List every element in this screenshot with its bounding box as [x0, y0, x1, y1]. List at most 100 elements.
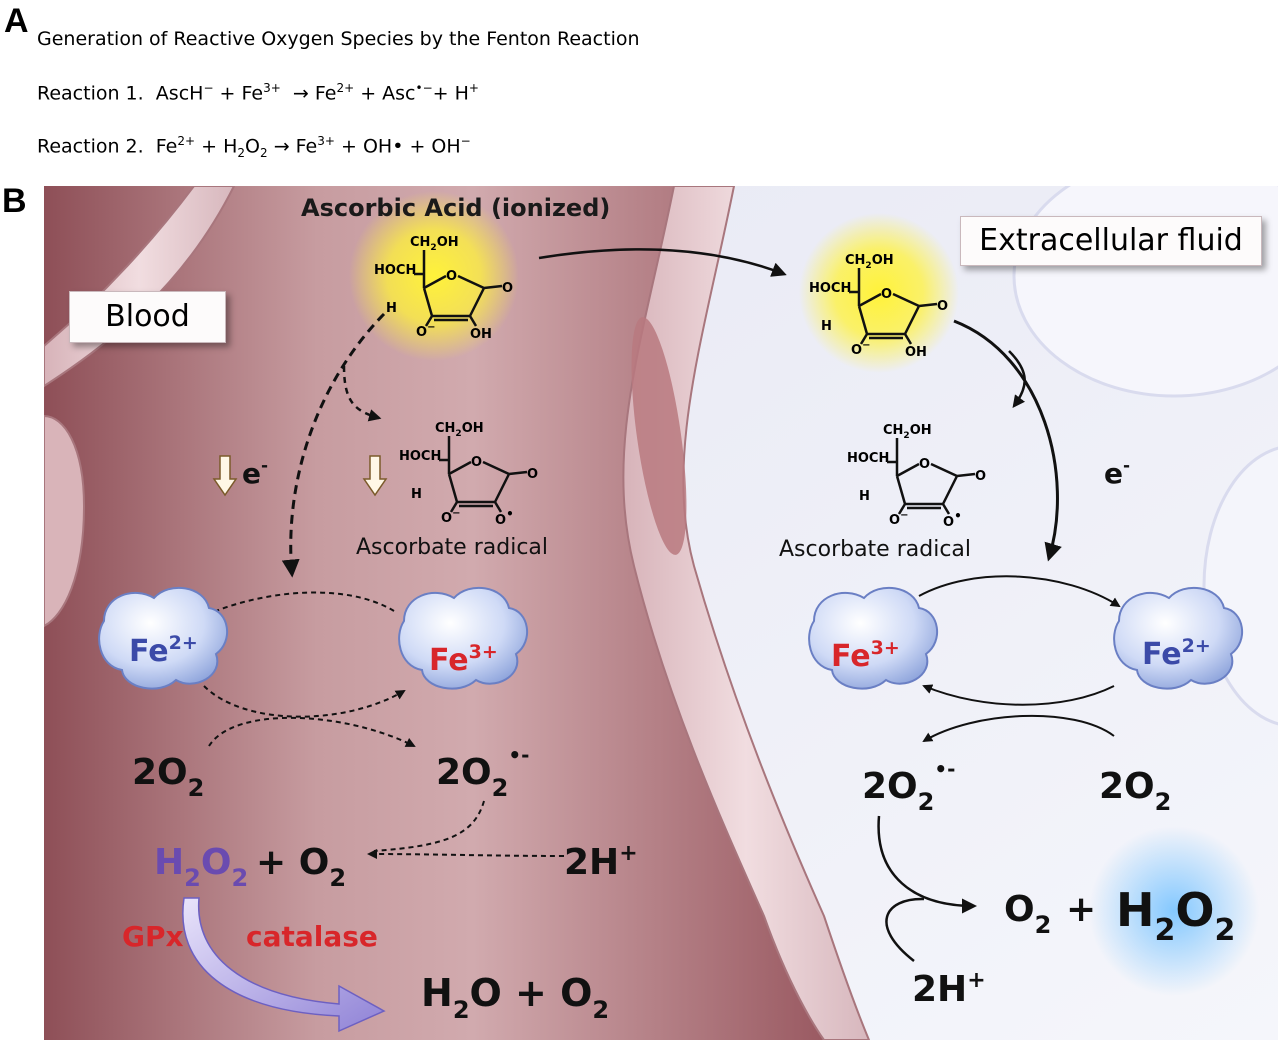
h2o2-label-blood: H2O2 — [154, 842, 248, 892]
reaction-2-term: OH — [431, 135, 461, 158]
mol-ring-o: O — [919, 457, 930, 472]
mol-ring-o: O — [446, 269, 457, 284]
reaction-1-term-sup: 2+ — [336, 81, 355, 95]
reaction-2-term: O — [245, 135, 260, 158]
fe3-label: Fe3+ — [831, 637, 900, 674]
reaction-2-term-sup: − — [460, 134, 471, 148]
mol-o-minus: O− — [851, 340, 870, 358]
ascorbic-acid-molecule-fluid: CH2OH HOCH H O O O− OH — [809, 253, 948, 360]
fe-reduction-arrow — [918, 575, 1121, 608]
mol-carbonyl-o: O — [527, 467, 538, 482]
reaction-1-term-sup: 3+ — [263, 81, 281, 95]
reaction-2-term: Fe — [155, 135, 178, 158]
hollow-down-arrow-icon — [212, 455, 238, 497]
reaction-2-term: Fe — [295, 135, 318, 158]
fe2-cloud-blood: Fe2+ — [98, 586, 229, 690]
mol-h: H — [411, 487, 422, 502]
endothelial-cell — [631, 317, 687, 555]
superoxide-formation-arrow — [208, 716, 416, 747]
electron-label-fluid: e- — [1104, 456, 1130, 490]
mol-h: H — [821, 319, 832, 334]
panel-b-letter: B — [2, 182, 27, 220]
electron-label-blood: e- — [242, 456, 268, 490]
electron-transfer-arrow — [953, 319, 1062, 562]
mol-o-minus: O− — [416, 322, 435, 340]
reaction-1-term: Fe — [314, 82, 337, 105]
dismutation-arrow — [877, 815, 977, 914]
ascorbate-glow-fluid — [799, 213, 959, 373]
reaction-1-term: Asc — [382, 82, 416, 105]
mol-h: H — [859, 489, 870, 504]
fenton-diagram-svg: Ascorbic Acid (ionized) CH2OH HOCH H O O… — [44, 186, 1278, 1040]
reaction-2-label: Reaction 2. — [37, 135, 144, 158]
plus-sign: + — [1066, 889, 1096, 930]
reaction-1-term: AscH — [155, 82, 204, 105]
oxygen-label-blood: 2O2 — [132, 752, 204, 802]
fenton-diagram: Ascorbic Acid (ionized) CH2OH HOCH H O O… — [44, 186, 1278, 1040]
mol-ch2oh: CH2OH — [845, 253, 894, 271]
radical-formation-arrow — [342, 365, 382, 422]
reaction-arrow-icon: → — [273, 135, 290, 158]
reaction-2-term-sub: 2 — [260, 146, 268, 161]
reaction-1: Reaction 1. AscH− + Fe3+ → Fe2+ + Asc•−+… — [37, 81, 479, 105]
superoxide-formation-arrow — [922, 714, 1115, 743]
mol-ch2oh: CH2OH — [435, 421, 484, 439]
protons-label-blood: 2H+ — [564, 841, 638, 883]
mol-oh: OH — [470, 327, 492, 342]
mol-carbonyl-o: O — [975, 469, 986, 484]
catalase-label: catalase — [246, 920, 378, 953]
reaction-2-term-sub: 2 — [237, 146, 246, 161]
reaction-1-label: Reaction 1. — [37, 82, 144, 105]
reaction-2-term: H — [223, 135, 238, 158]
fe2-label: Fe2+ — [129, 632, 198, 669]
water-oxygen-label: H2O + O2 — [421, 971, 609, 1024]
fe-oxidation-arrow — [922, 684, 1115, 706]
mol-hoch: HOCH — [374, 263, 416, 278]
mol-o-radical: O• — [495, 507, 514, 528]
reaction-2-term: OH• — [362, 135, 404, 158]
mol-ring-o: O — [881, 287, 892, 302]
mol-ch2oh: CH2OH — [410, 235, 459, 253]
superoxide-label-fluid: 2O2•- — [862, 757, 955, 816]
fe-reduction-arrow — [202, 591, 395, 618]
mol-oh: OH — [905, 345, 927, 360]
mol-ch2oh: CH2OH — [883, 423, 932, 441]
ascorbate-radical-molecule-fluid: CH2OH HOCH H O O O− O• — [847, 423, 986, 530]
ascorbate-glow-blood — [349, 191, 519, 361]
mol-carbonyl-o: O — [937, 299, 948, 314]
proton-arrow — [367, 849, 565, 860]
protons-label-fluid: 2H+ — [912, 968, 986, 1010]
vessel-wall-left-lower — [44, 414, 86, 628]
mol-ring-o: O — [471, 455, 482, 470]
reaction-1-term: H — [454, 82, 469, 105]
extracellular-fluid-label: Extracellular fluid — [960, 216, 1262, 266]
mol-o-radical: O• — [943, 509, 962, 530]
ascorbate-radical-molecule-blood: CH2OH HOCH H O O O− O• — [399, 421, 538, 528]
ascorbic-acid-molecule-blood: CH2OH HOCH H O O O− OH — [374, 235, 513, 342]
reaction-2-term-sup: 3+ — [317, 134, 335, 148]
electron-transfer-arrow — [281, 312, 386, 578]
fe3-label: Fe3+ — [429, 641, 498, 678]
fe2-cloud-fluid: Fe2+ — [1113, 586, 1244, 690]
ascorbate-radical-label-blood: Ascorbate radical — [356, 535, 548, 560]
h2o2-glow — [1089, 826, 1259, 996]
reaction-1-term-sup: + — [468, 81, 479, 95]
fe3-cloud-blood: Fe3+ — [398, 586, 529, 690]
reaction-1-term-sup: − — [203, 81, 214, 95]
reaction-1-term-sup: •− — [415, 81, 433, 95]
dismutation-arrow — [373, 800, 485, 852]
mol-hoch: HOCH — [399, 449, 441, 464]
mol-carbonyl-o: O — [502, 281, 513, 296]
mol-o-minus: O− — [441, 508, 460, 526]
oxygen-product-label-blood: + O2 — [256, 842, 346, 892]
vessel-wall-right — [622, 186, 871, 1040]
mol-o-minus: O− — [889, 510, 908, 528]
hollow-down-arrow-icon — [362, 455, 388, 497]
gpx-label: GPx — [122, 920, 184, 953]
reaction-arrow-icon: → — [292, 82, 309, 105]
oxygen-product-label-fluid: O2 — [1004, 889, 1051, 939]
radical-formation-arrow — [1008, 350, 1026, 409]
enzymatic-conversion-arrow — [182, 897, 386, 1033]
mol-h: H — [386, 301, 397, 316]
ascorbic-acid-title: Ascorbic Acid (ionized) — [301, 194, 610, 222]
